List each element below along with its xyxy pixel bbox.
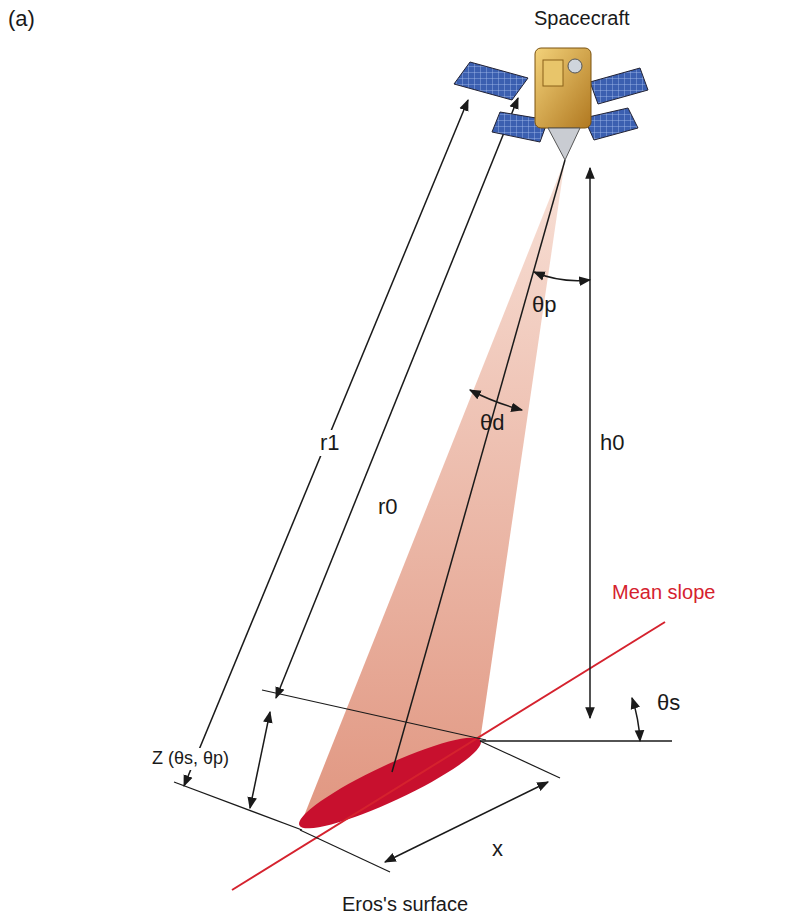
angle-label: θs <box>655 690 682 716</box>
dimension-label: Z (θs, θp) <box>150 748 231 770</box>
angle-label: θp <box>530 292 558 318</box>
slope-label: Mean slope <box>610 580 717 604</box>
height-label: h0 <box>598 430 626 456</box>
panel-letter: (a) <box>6 6 37 32</box>
spacecraft-label: Spacecraft <box>532 6 632 30</box>
angle-label: θd <box>478 410 506 436</box>
dimension-label: x <box>490 836 505 862</box>
range-label: r1 <box>318 430 342 456</box>
spacecraft-icon <box>454 48 648 160</box>
surface-label: Eros's surface <box>340 892 470 916</box>
range-label: r0 <box>376 494 400 520</box>
